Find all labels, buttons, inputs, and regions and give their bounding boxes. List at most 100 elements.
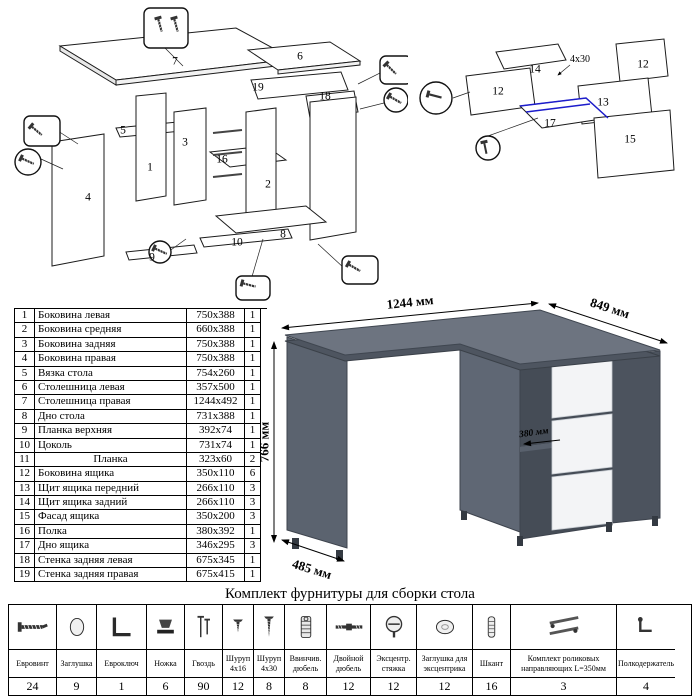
part-row-number: 1 (15, 309, 35, 324)
hardware-item-name: Евровинт (9, 649, 56, 677)
shelf-pin-icon (617, 605, 675, 649)
hardware-item-name: Комплект роликовых направляющих L=350мм (511, 649, 616, 677)
part-row-qty: 1 (245, 352, 261, 367)
hardware-item-qty: 16 (473, 677, 510, 695)
hardware-item-qty: 90 (185, 677, 222, 695)
part-number-label: 12 (637, 58, 649, 71)
part-row-qty: 1 (245, 395, 261, 410)
part-number-label: 17 (544, 117, 556, 130)
part-row-name: Дно ящика (35, 539, 187, 554)
part-row-qty: 3 (245, 496, 261, 511)
part-row-qty: 1 (245, 323, 261, 338)
part-row-number: 10 (15, 438, 35, 453)
part-row-qty: 3 (245, 539, 261, 554)
part-row-size: 350x200 (187, 510, 245, 525)
parts-table: 1 Боковина левая 750x388 1 2 Боковина ср… (14, 308, 267, 583)
part-row-size: 675x345 (187, 553, 245, 569)
part-row-number: 15 (15, 510, 35, 525)
screw-small-icon (223, 605, 253, 649)
part-row-qty: 1 (245, 337, 261, 353)
cam-cap-icon (417, 605, 472, 649)
part-number-label: 19 (252, 81, 264, 94)
part-row-size: 660x388 (187, 323, 245, 338)
exploded-view-drawer: 14 12 12 13 17 15 4x30 (408, 20, 696, 210)
part-row-number: 6 (15, 380, 35, 396)
part-row-number: 14 (15, 496, 35, 511)
part-row-name: Планка верхняя (35, 424, 187, 439)
threaded-dowel-icon (285, 605, 326, 649)
part-row-name: Щит ящика задний (35, 496, 187, 511)
part-row-qty: 3 (245, 481, 261, 497)
part-row-name: Столешница правая (35, 395, 187, 410)
part-row-name: Вязка стола (35, 366, 187, 381)
part-row-size: 675x415 (187, 568, 245, 583)
hardware-item: Евроключ 1 (97, 605, 147, 695)
desk-drawing (271, 300, 668, 562)
hardware-item: Полкодержатель 4 (617, 605, 675, 695)
hardware-table: Евровинт 24 Заглушка 9 Евроключ 1 Ножка … (8, 604, 692, 696)
hardware-item-qty: 4 (617, 677, 675, 695)
part-row-number: 8 (15, 409, 35, 425)
hardware-item-qty: 1 (97, 677, 146, 695)
part-number-label: 9 (149, 251, 155, 264)
hardware-item-name: Евроключ (97, 649, 146, 677)
hardware-item: Эксцентр. стяжка 12 (371, 605, 417, 695)
part-row-qty: 1 (245, 438, 261, 453)
hardware-item-name: Двойной дюбель (327, 649, 370, 677)
part-row-qty: 1 (245, 366, 261, 381)
part-row-number: 16 (15, 524, 35, 540)
hardware-item: Шкант 16 (473, 605, 511, 695)
part-row-name: Столешница левая (35, 380, 187, 396)
part-row-qty: 6 (245, 467, 261, 482)
hardware-item-name: Шуруп 4x30 (254, 649, 284, 677)
hardware-item: Заглушка 9 (57, 605, 97, 695)
hardware-item-name: Ножка (147, 649, 184, 677)
hardware-item: Ножка 6 (147, 605, 185, 695)
part-row-name: Стенка задняя правая (35, 568, 187, 583)
part-row-number: 9 (15, 424, 35, 439)
part-row-qty: 2 (245, 452, 261, 468)
part-row-name: Цоколь (35, 438, 187, 453)
part-row-qty: 3 (245, 510, 261, 525)
part-row-number: 19 (15, 568, 35, 583)
hardware-item-name: Шкант (473, 649, 510, 677)
part-row-name: Полка (35, 524, 187, 540)
part-row-size: 357x500 (187, 380, 245, 396)
wood-dowel-icon (473, 605, 510, 649)
part-number-label: 16 (216, 153, 228, 166)
hardware-item-name: Шуруп 4x16 (223, 649, 253, 677)
hardware-item-name: Гвоздь (185, 649, 222, 677)
hardware-item-qty: 12 (417, 677, 472, 695)
part-row-name: Планка (35, 452, 187, 468)
hardware-item-qty: 8 (285, 677, 326, 695)
hardware-item-qty: 9 (57, 677, 96, 695)
part-row-number: 2 (15, 323, 35, 338)
hardware-item: Евровинт 24 (9, 605, 57, 695)
part-row-name: Боковина ящика (35, 467, 187, 482)
hardware-item: Шуруп 4x30 8 (254, 605, 285, 695)
part-row-number: 18 (15, 553, 35, 569)
hardware-item: Шуруп 4x16 12 (223, 605, 254, 695)
part-row-qty: 1 (245, 424, 261, 439)
cam-lock-icon (371, 605, 416, 649)
double-dowel-icon (327, 605, 370, 649)
part-number-label: 5 (120, 124, 126, 137)
part-row-size: 731x74 (187, 438, 245, 453)
drawer-slides-icon (511, 605, 616, 649)
hardware-item: Гвоздь 90 (185, 605, 223, 695)
hex-key-icon (97, 605, 146, 649)
part-row-qty: 1 (245, 553, 261, 569)
part-row-name: Щит ящика передний (35, 481, 187, 497)
hardware-item-qty: 12 (223, 677, 253, 695)
part-row-number: 4 (15, 352, 35, 367)
part-row-name: Дно стола (35, 409, 187, 425)
part-row-size: 346x295 (187, 539, 245, 554)
part-number-label: 8 (280, 228, 286, 241)
part-row-name: Боковина средняя (35, 323, 187, 338)
furniture-leg-icon (147, 605, 184, 649)
part-number-label: 4x30 (570, 54, 590, 65)
hardware-item: Заглушка для эксцентрика 12 (417, 605, 473, 695)
hardware-item: Ввинчив. дюбель 8 (285, 605, 327, 695)
hardware-item-qty: 6 (147, 677, 184, 695)
part-row-size: 266x110 (187, 496, 245, 511)
